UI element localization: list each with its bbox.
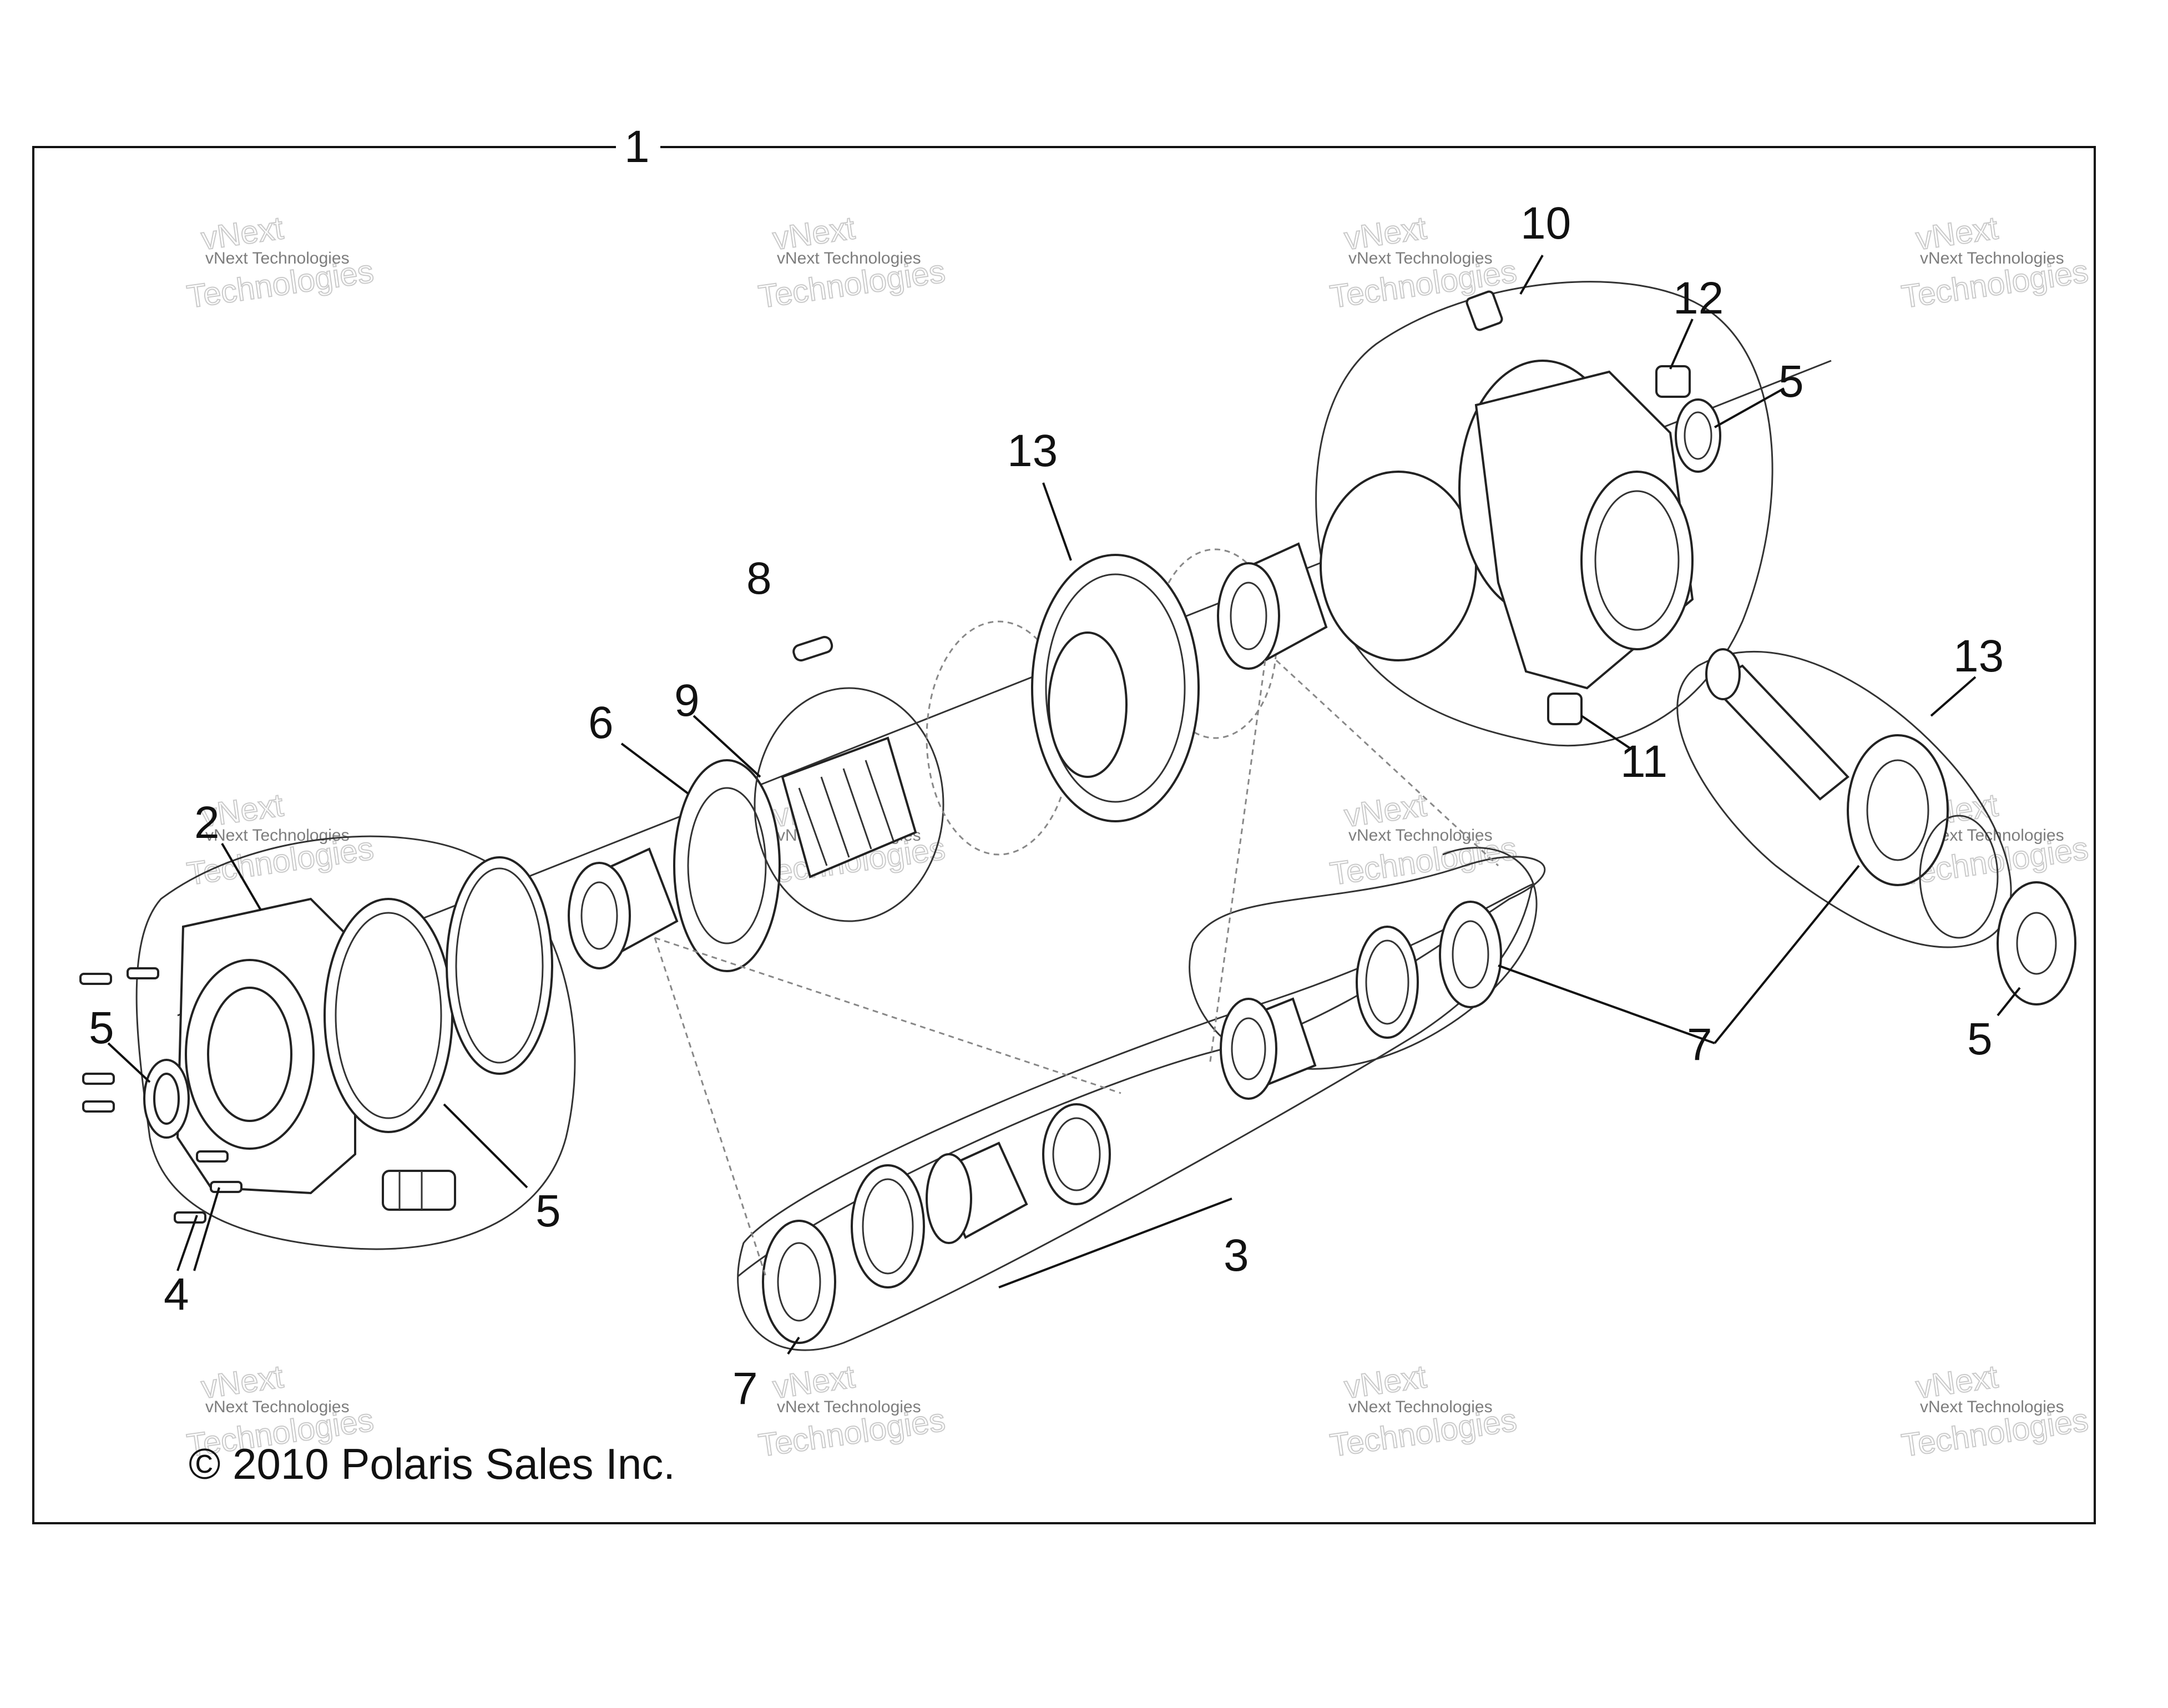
watermark-text: vNext Technologies: [205, 826, 350, 845]
callout-6: 6: [588, 698, 614, 748]
watermark-text: vNext Technologies: [205, 1398, 350, 1416]
pinion-shaft: [1705, 648, 1999, 939]
bearing-center: [1217, 542, 1328, 670]
callout-labels: 1 2 5 4 5 6 9 8 13 10 12 5 11 13 7 5 3 7: [89, 122, 2004, 1414]
wire-connector: [382, 1170, 456, 1211]
kit-race-right: [1356, 926, 1419, 1039]
callout-1: 1: [624, 122, 650, 172]
watermark-text: vNext Technologies: [1348, 826, 1493, 845]
callout-7-right: 7: [1687, 1019, 1712, 1070]
callout-5-pinion: 5: [1967, 1014, 1993, 1064]
watermark-text: vNext Technologies: [1920, 249, 2064, 267]
armature-plate: [673, 759, 781, 972]
kit-bearing-left: [762, 1220, 836, 1344]
dowel-pin: [792, 636, 833, 662]
callout-7-left: 7: [732, 1363, 758, 1414]
callout-5-cover: 5: [535, 1186, 561, 1236]
watermark-grid: vNext Technologies vNext Technologies vN…: [184, 209, 2091, 1464]
watermark-text: vNext Technologies: [1348, 249, 1493, 267]
watermark-text: vNext Technologies: [205, 249, 350, 267]
callout-12: 12: [1673, 273, 1724, 324]
watermark-text: vNext Technologies: [1348, 1398, 1493, 1416]
callout-5-housing: 5: [1778, 356, 1804, 407]
bearing-front: [568, 847, 679, 969]
leader-lines: [107, 255, 2021, 1355]
oil-seal-pinion: [1997, 881, 2076, 1005]
front-cover-housing: [176, 897, 453, 1195]
diagram-frame: [32, 146, 2096, 1524]
drain-plug: [1547, 693, 1583, 725]
callout-5-left: 5: [89, 1003, 114, 1053]
o-ring-large: [446, 856, 553, 1075]
projection-lines: [654, 659, 1499, 1277]
oil-seal-housing: [1675, 398, 1721, 473]
callout-13-center: 13: [1007, 426, 1058, 476]
oil-seal-left: [143, 1059, 190, 1139]
pinion-group-outline: [1676, 650, 2012, 948]
kit-race-left: [851, 1164, 925, 1288]
callout-13-pinion: 13: [1953, 631, 2004, 681]
callout-2: 2: [194, 797, 220, 848]
ring-gear: [1031, 554, 1200, 822]
callout-10: 10: [1520, 198, 1571, 249]
bearing-kit-outline-main: [737, 883, 1535, 1351]
callout-8: 8: [746, 553, 772, 604]
watermark-text: vNext Technologies: [777, 1398, 921, 1416]
kit-bearing-right: [1439, 901, 1502, 1008]
kit-inner-race: [926, 1141, 1028, 1244]
callout-9: 9: [674, 675, 700, 726]
main-housing: [1320, 290, 1694, 690]
kit-bushing: [1042, 1103, 1111, 1205]
callout-11: 11: [1620, 736, 1667, 787]
watermark-text: vNext Technologies: [777, 249, 921, 267]
copyright-text: © 2010 Polaris Sales Inc.: [189, 1439, 675, 1488]
watermark-text: vNext Technologies: [1920, 1398, 2064, 1416]
kit-bearing-center: [1220, 997, 1317, 1100]
breather-plug: [1655, 365, 1691, 398]
roller-cage-group: [754, 687, 944, 922]
callout-3: 3: [1224, 1230, 1249, 1281]
callout-4: 4: [164, 1269, 189, 1320]
screw-set: [79, 967, 242, 1224]
